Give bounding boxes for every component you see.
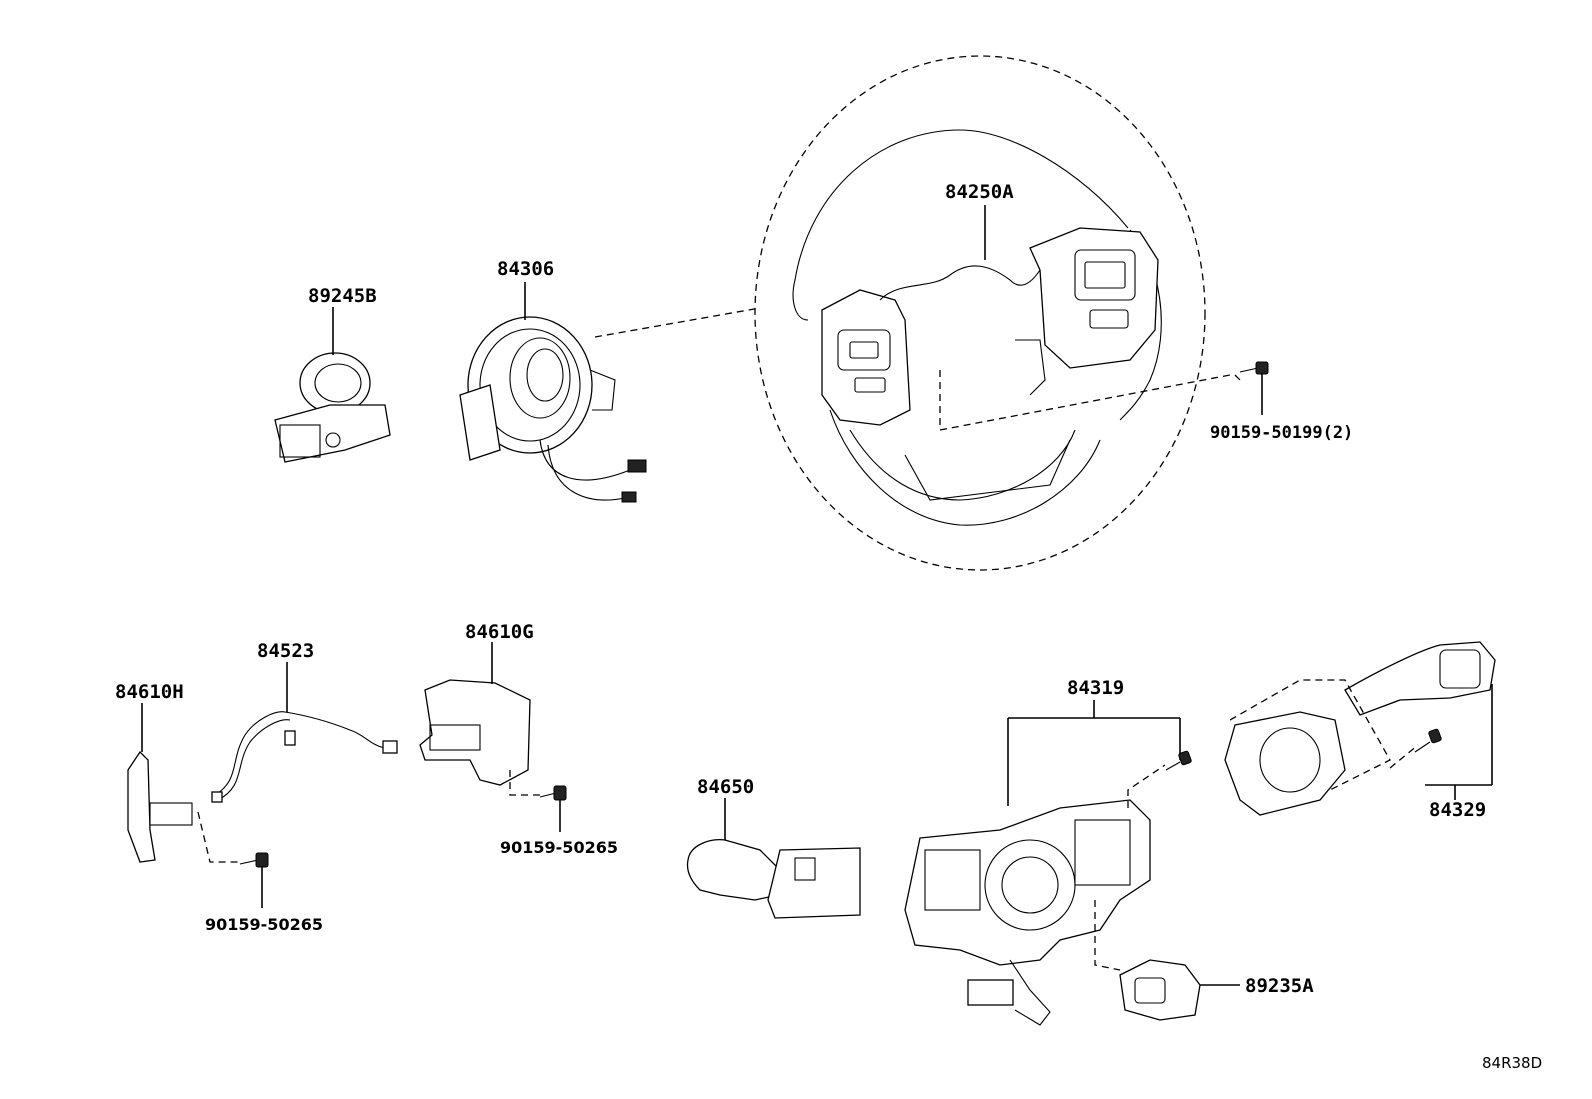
screw-84319 <box>1165 750 1192 771</box>
cover-84610h: 84610H <box>115 681 240 863</box>
bolt-90159-50265-middle: 90159-50265 <box>500 785 618 857</box>
switch-84329: 84329 <box>1224 641 1496 821</box>
diagram-reference-code: 84R38D <box>1482 1054 1542 1072</box>
part-label-89235a: 89235A <box>1245 975 1314 997</box>
part-label-90159-50265-left: 90159-50265 <box>205 915 323 934</box>
wire-84523: 84523 <box>211 640 398 803</box>
cover-84610g: 84610G <box>419 621 540 796</box>
steering-wheel-assembly: 84250A <box>754 55 1231 571</box>
bolt-90159-50265-left: 90159-50265 <box>205 852 323 934</box>
part-label-84610g: 84610G <box>465 621 534 643</box>
part-label-84650: 84650 <box>697 776 754 798</box>
part-label-84250a: 84250A <box>945 181 1014 203</box>
sensor-89245b: 89245B <box>274 285 391 463</box>
spiral-cable-84306: 84306 <box>459 258 761 503</box>
part-label-84523: 84523 <box>257 640 314 662</box>
combination-switch-84319: 84319 <box>904 677 1181 1026</box>
part-label-90159-50199: 90159-50199(2) <box>1210 423 1353 443</box>
part-label-84329: 84329 <box>1429 799 1486 821</box>
part-label-84306: 84306 <box>497 258 554 280</box>
bolt-90159-50199: 90159-50199(2) <box>1210 361 1353 443</box>
switch-84650: 84650 <box>686 776 861 919</box>
switch-89235a: 89235A <box>1119 959 1314 1021</box>
part-label-84610h: 84610H <box>115 681 184 703</box>
part-label-90159-50265-middle: 90159-50265 <box>500 838 618 857</box>
part-label-89245b: 89245B <box>308 285 377 307</box>
part-label-84319: 84319 <box>1067 677 1124 699</box>
